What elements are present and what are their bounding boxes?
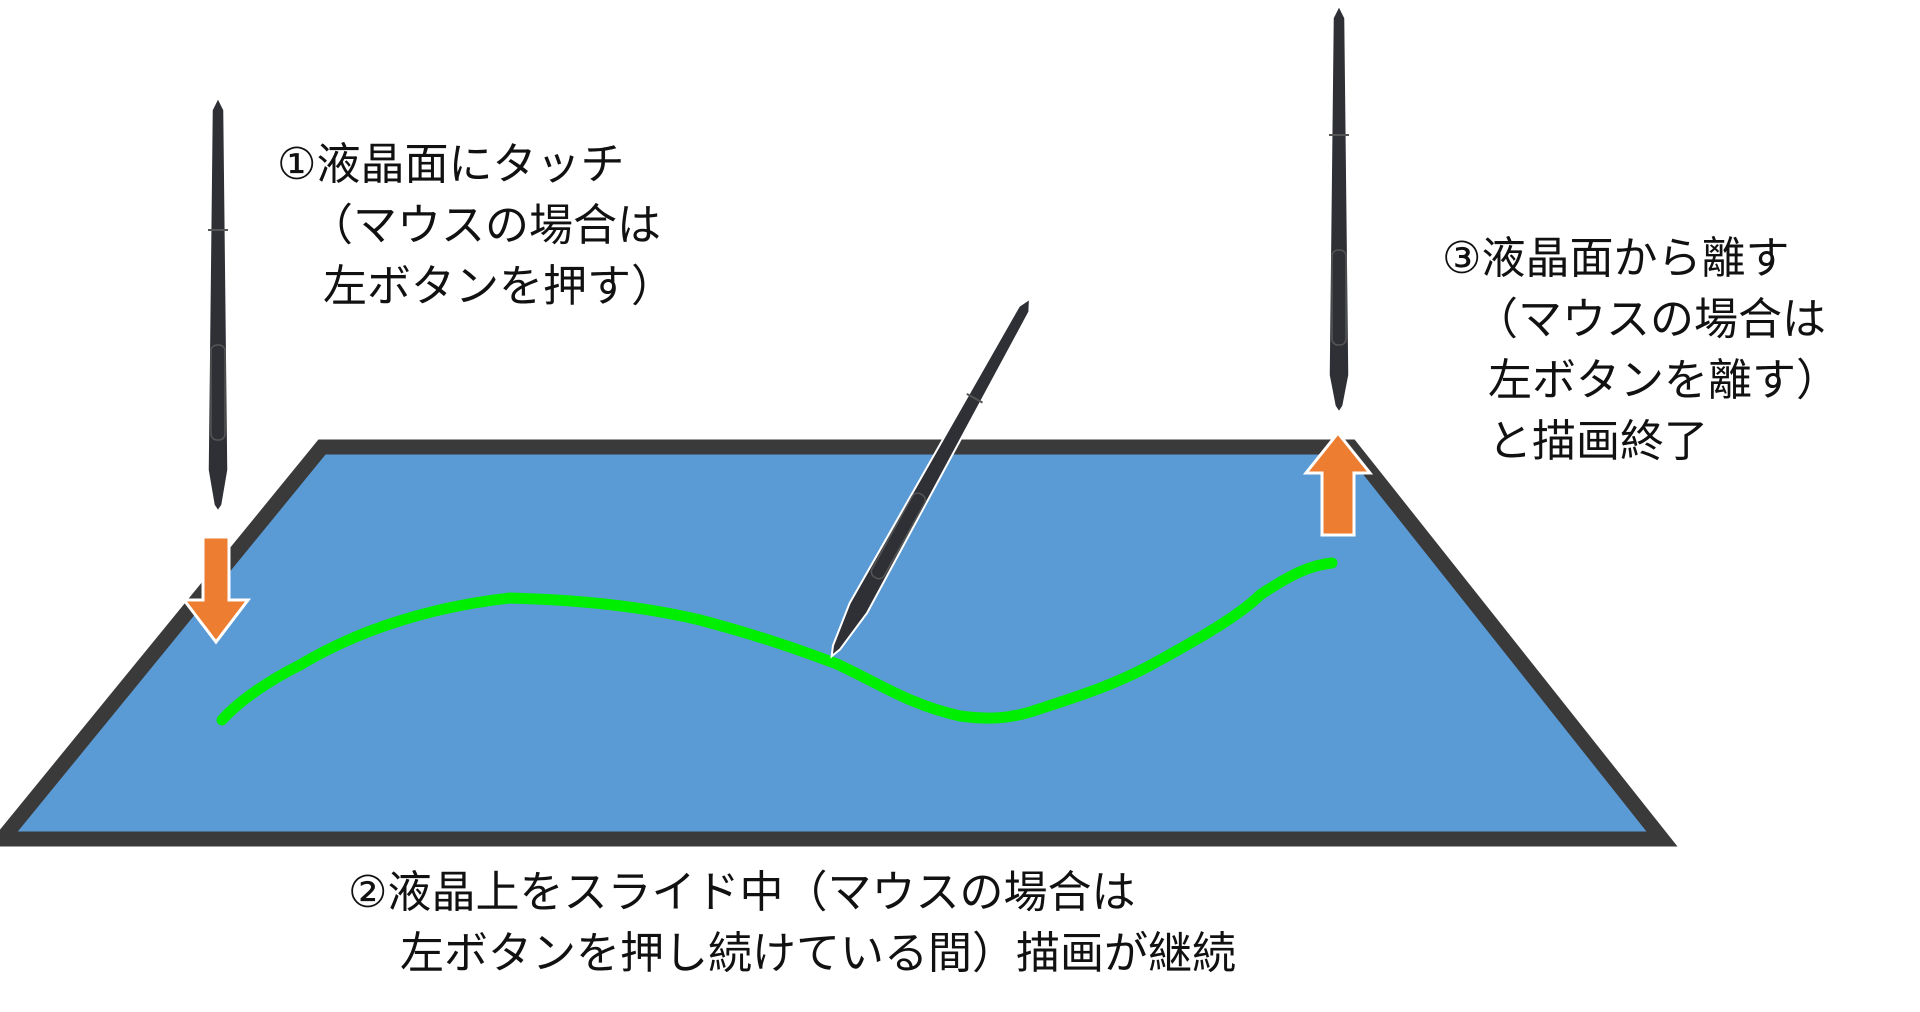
step3-caption: ③液晶面から離す （マウスの場合は 左ボタンを離す） と描画終了 xyxy=(1442,228,1840,472)
step2-line: 左ボタンを押し続けている間）描画が継続 xyxy=(400,928,1236,979)
step3-line: （マウスの場合は xyxy=(1474,294,1826,345)
step1-line: 左ボタンを押す） xyxy=(323,261,675,312)
pen-right xyxy=(1328,4,1350,414)
step1-line: （マウスの場合は xyxy=(309,200,661,251)
drawn-stroke xyxy=(216,557,1338,726)
pen-middle xyxy=(830,296,1032,659)
step1-caption: ①液晶面にタッチ （マウスの場合は 左ボタンを押す） xyxy=(277,134,675,317)
step2-line: ②液晶上をスライド中（マウスの場合は xyxy=(348,867,1136,918)
step3-line: ③液晶面から離す xyxy=(1442,233,1790,284)
pen-left xyxy=(207,96,229,513)
arrow-up-icon xyxy=(1302,430,1374,537)
step3-line: と描画終了 xyxy=(1488,416,1708,467)
tablet-screen xyxy=(0,439,1678,847)
step2-caption: ②液晶上をスライド中（マウスの場合は 左ボタンを押し続けている間）描画が継続 xyxy=(348,862,1236,984)
step3-line: 左ボタンを離す） xyxy=(1488,355,1840,406)
step1-line: ①液晶面にタッチ xyxy=(277,139,625,190)
arrow-down-icon xyxy=(180,535,252,645)
